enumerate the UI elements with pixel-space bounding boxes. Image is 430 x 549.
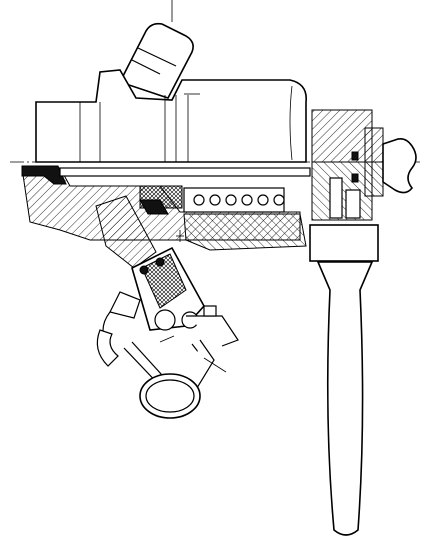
trigger-linkage [96,291,239,419]
spring [183,187,285,213]
lever-arm [95,195,205,331]
guide-block [176,213,307,251]
handle [309,224,379,536]
right-coupling [311,109,384,221]
end-knob [351,138,417,194]
top-nozzle [118,0,194,99]
upper-housing [35,69,307,163]
